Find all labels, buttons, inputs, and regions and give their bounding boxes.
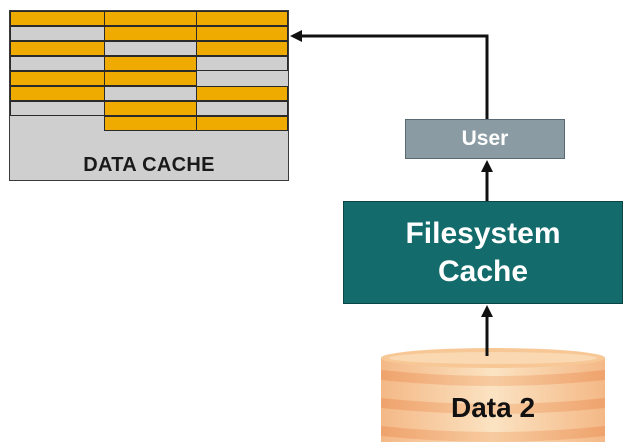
cache-block-filled [196, 86, 288, 101]
filesystem-cache-box: Filesystem Cache [343, 201, 623, 304]
data-cache-box: DATA CACHE [9, 10, 289, 181]
arrowhead-user [481, 160, 493, 172]
arrowhead-fs [481, 305, 493, 317]
user-label: User [461, 127, 509, 150]
filesystem-cache-line1: Filesystem [405, 216, 561, 250]
data-cache-label: DATA CACHE [83, 154, 215, 176]
cache-row [10, 56, 288, 71]
data-store-cylinder [381, 348, 605, 442]
arrowhead-cache [290, 30, 302, 42]
cache-block-filled [196, 116, 288, 131]
data-store-label: Data 2 [450, 392, 536, 423]
user-box: User [405, 119, 565, 159]
arrow-user-to-cache [300, 34, 489, 119]
cache-row [10, 86, 288, 101]
cache-row [10, 71, 288, 86]
cache-block-empty [196, 56, 288, 71]
cache-row [10, 11, 288, 26]
filesystem-cache-line2: Cache [437, 254, 529, 288]
data-cache-grid [10, 11, 288, 131]
cache-block-filled [104, 71, 197, 86]
cache-row [10, 26, 288, 41]
cylinder-graphic [381, 348, 605, 442]
cache-block-filled [196, 41, 288, 56]
cache-row [10, 116, 288, 131]
cache-row [10, 101, 288, 116]
cache-block-empty [196, 101, 288, 116]
cache-block-filled [196, 26, 288, 41]
cache-block-filled [196, 11, 288, 26]
cache-row [10, 41, 288, 56]
